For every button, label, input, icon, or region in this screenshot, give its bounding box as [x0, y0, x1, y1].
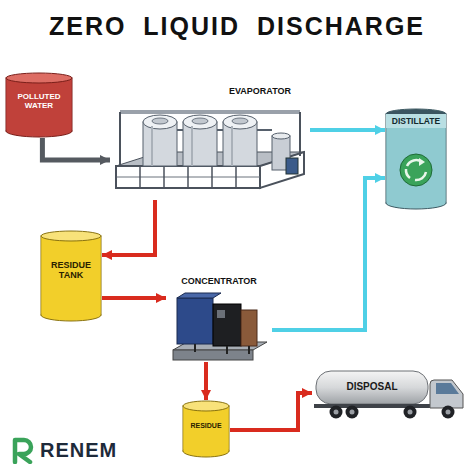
diagram-title: ZERO LIQUID DISCHARGE — [0, 12, 474, 41]
logo-icon — [10, 436, 36, 464]
tank-label: RESIDUE — [184, 422, 228, 430]
flow-pipe — [204, 362, 208, 400]
disposal-truck: DISPOSAL — [312, 368, 467, 420]
flow-pipe — [310, 128, 385, 132]
brand-logo-text: RENEM — [40, 439, 117, 462]
flow-pipe — [42, 138, 110, 160]
concentrator-unit: CONCENTRATOR — [166, 276, 272, 362]
unit-heading: CONCENTRATOR — [166, 276, 272, 286]
residue-tank: RESIDUE TANK — [40, 230, 102, 322]
flow-pipe — [102, 296, 166, 300]
flow-pipe — [102, 200, 155, 255]
distillate-tank: DISTILLATE — [385, 108, 447, 210]
evaporator-unit-shape — [110, 100, 310, 200]
tank-label: DISTILLATE — [387, 117, 445, 127]
tank-label: POLLUTED WATER — [9, 92, 69, 110]
flow-pipe — [272, 178, 385, 330]
polluted-water-tank: POLLUTED WATER — [5, 72, 73, 138]
disposal-truck-shape — [312, 368, 467, 420]
tank-label: RESIDUE TANK — [43, 260, 99, 281]
evaporator-unit: EVAPORATOR — [110, 86, 310, 200]
flow-pipe — [230, 393, 312, 430]
truck-label: DISPOSAL — [316, 381, 428, 393]
residue-tank: RESIDUE — [182, 400, 230, 458]
concentrator-unit-shape — [166, 292, 272, 362]
unit-heading: EVAPORATOR — [210, 86, 310, 96]
